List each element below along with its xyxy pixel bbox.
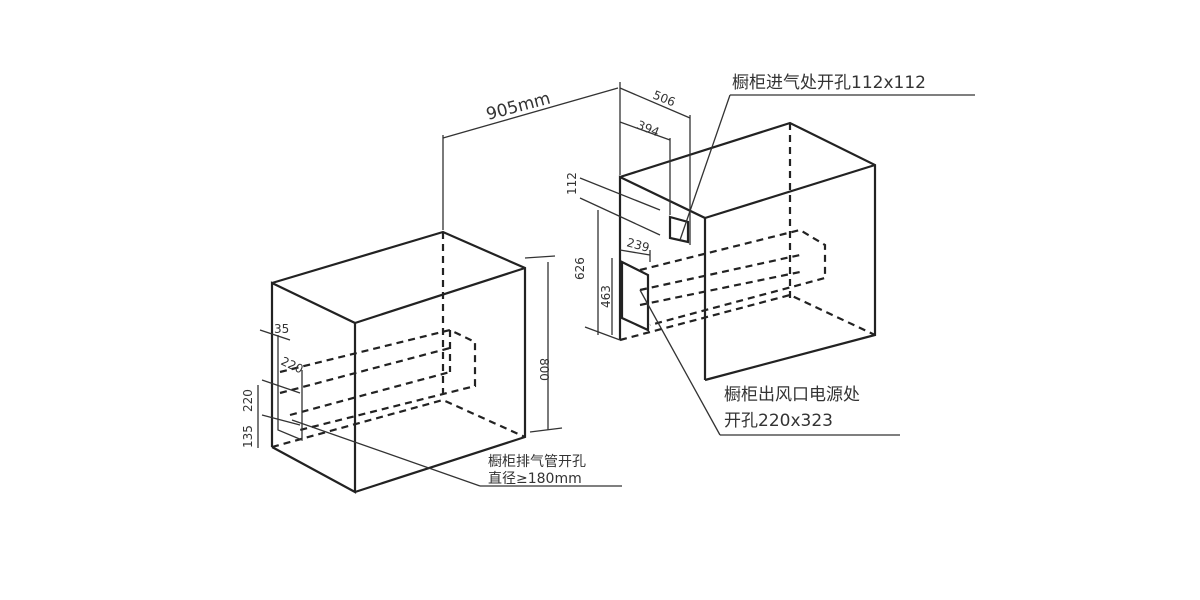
dim-depth-506: 506 [651, 88, 677, 110]
exhaust-label-2: 直径≥180mm [488, 470, 582, 487]
dim-height-626: 626 [573, 257, 587, 280]
dim-vent-239: 239 [625, 235, 651, 254]
dim-intake-112: 112 [565, 172, 579, 195]
dim-depth-394: 394 [635, 118, 661, 140]
dim-left-135: 135 [241, 425, 255, 448]
spacing-dimension [442, 87, 619, 230]
dim-vent-463: 463 [599, 285, 613, 308]
dim-height-800: 800 [537, 358, 551, 381]
outlet-label-2: 开孔220x323 [724, 411, 833, 431]
exhaust-label-1: 橱柜排气管开孔 [488, 454, 586, 470]
outlet-label-1: 橱柜出风口电源处 [724, 385, 860, 405]
right-cabinet [579, 82, 975, 436]
dim-spacing: 905mm [484, 89, 553, 125]
intake-label: 橱柜进气处开孔112x112 [732, 73, 926, 93]
left-cabinet [257, 230, 622, 494]
dim-left-offset: 35 [274, 322, 289, 336]
dim-left-220: 220 [241, 389, 255, 412]
